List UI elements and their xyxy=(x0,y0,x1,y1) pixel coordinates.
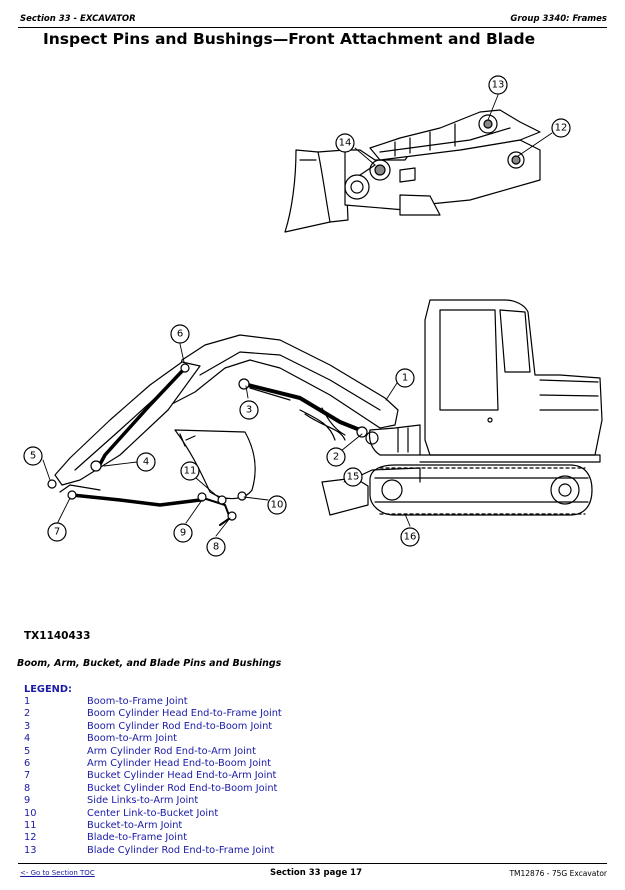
callout-2: 2 xyxy=(333,452,339,463)
callout-6-circle xyxy=(170,324,190,344)
legend-item: 13 Blade Cylinder Rod End-to-Frame Joint xyxy=(24,845,424,857)
legend-item-number: 10 xyxy=(24,807,37,819)
legend-item: 7 Bucket Cylinder Head End-to-Arm Joint xyxy=(24,770,424,782)
legend-item-number: 4 xyxy=(24,733,31,745)
callout-circles xyxy=(23,75,571,557)
excavator-illustration: 13 12 14 1 2 3 4 5 6 7 8 9 10 11 15 16 xyxy=(23,75,603,557)
legend-item-number: 7 xyxy=(24,770,31,782)
callout-15: 15 xyxy=(347,472,360,483)
legend-item: 9 Side Links-to-Arm Joint xyxy=(24,795,424,807)
page-number: Section 33 page 17 xyxy=(270,868,362,878)
callout-3: 3 xyxy=(246,405,252,416)
legend-item-number: 2 xyxy=(24,708,31,720)
callout-13-circle xyxy=(488,75,508,95)
legend-item-text: Center Link-to-Bucket Joint xyxy=(87,807,219,819)
legend-item-number: 6 xyxy=(24,757,31,769)
blade-detail-drawing xyxy=(284,109,541,233)
legend-item: 8 Bucket Cylinder Rod End-to-Boom Joint xyxy=(24,783,424,795)
callout-6: 6 xyxy=(177,329,183,340)
excavator-drawing xyxy=(47,299,603,526)
legend-item: 11 Bucket-to-Arm Joint xyxy=(24,820,424,832)
page-title: Inspect Pins and Bushings—Front Attachme… xyxy=(43,30,536,48)
legend-item-number: 11 xyxy=(24,819,37,831)
callout-11-circle xyxy=(180,461,200,481)
callout-2-circle xyxy=(326,447,346,467)
legend-title: LEGEND: xyxy=(24,684,72,695)
callout-9: 9 xyxy=(180,528,186,539)
header-rule xyxy=(18,27,607,28)
figure-caption: Boom, Arm, Bucket, and Blade Pins and Bu… xyxy=(17,658,282,669)
callout-10: 10 xyxy=(271,500,284,511)
legend-item-text: Bucket Cylinder Head End-to-Arm Joint xyxy=(87,770,277,782)
group-header: Group 3340: Frames xyxy=(510,14,607,24)
legend-item-number: 9 xyxy=(24,795,31,807)
legend-item-number: 13 xyxy=(24,844,37,856)
callout-4: 4 xyxy=(143,457,149,468)
legend-item-text: Blade Cylinder Rod End-to-Frame Joint xyxy=(87,844,275,856)
figure-id: TX1140433 xyxy=(24,630,91,642)
callout-4-circle xyxy=(136,452,156,472)
legend-item-number: 5 xyxy=(24,745,31,757)
callout-12-circle xyxy=(551,118,571,138)
callout-3-circle xyxy=(239,400,259,420)
callout-14-circle xyxy=(335,133,355,153)
section-toc-link[interactable]: <- Go to Section TOC xyxy=(20,869,95,877)
callout-11: 11 xyxy=(184,466,197,477)
legend-item-text: Arm Cylinder Rod End-to-Arm Joint xyxy=(87,745,256,757)
callout-5: 5 xyxy=(30,451,36,462)
legend-item-number: 3 xyxy=(24,720,31,732)
callout-10-circle xyxy=(267,495,287,515)
footer-rule xyxy=(18,863,607,864)
legend-item-number: 12 xyxy=(24,832,37,844)
section-header: Section 33 - EXCAVATOR xyxy=(20,14,136,24)
callout-7: 7 xyxy=(54,527,60,538)
legend-item-text: Bucket Cylinder Rod End-to-Boom Joint xyxy=(87,782,278,794)
legend-item: 4 Boom-to-Arm Joint xyxy=(24,733,424,745)
callout-14: 14 xyxy=(339,138,352,149)
legend-item-text: Blade-to-Frame Joint xyxy=(87,832,188,844)
legend-item-text: Bucket-to-Arm Joint xyxy=(87,819,183,831)
callout-1: 1 xyxy=(402,373,408,384)
callout-7-circle xyxy=(47,522,67,542)
legend-item: 5 Arm Cylinder Rod End-to-Arm Joint xyxy=(24,746,424,758)
callout-5-circle xyxy=(23,446,43,466)
legend-item-number: 1 xyxy=(24,696,31,707)
document-id: TM12876 - 75G Excavator xyxy=(509,869,607,878)
callout-9-circle xyxy=(173,523,193,543)
legend-item-text: Arm Cylinder Head End-to-Boom Joint xyxy=(87,757,272,769)
legend-item-number: 8 xyxy=(24,782,31,794)
legend-item: 12 Blade-to-Frame Joint xyxy=(24,832,424,844)
legend-item-text: Boom-to-Arm Joint xyxy=(87,733,177,745)
callout-13: 13 xyxy=(492,80,505,91)
callout-16: 16 xyxy=(404,532,417,543)
legend-item: 1 Boom-to-Frame Joint xyxy=(24,696,424,708)
callout-16-circle xyxy=(400,527,420,547)
callout-8-circle xyxy=(206,537,226,557)
callout-8: 8 xyxy=(213,542,219,553)
legend-item: 10 Center Link-to-Bucket Joint xyxy=(24,808,424,820)
callout-12: 12 xyxy=(555,123,568,134)
callout-15-circle xyxy=(343,467,363,487)
legend-item-text: Boom-to-Frame Joint xyxy=(87,696,188,707)
callout-1-circle xyxy=(395,368,415,388)
legend-item: 6 Arm Cylinder Head End-to-Boom Joint xyxy=(24,758,424,770)
legend-item: 2 Boom Cylinder Head End-to-Frame Joint xyxy=(24,708,424,720)
legend-item: 3 Boom Cylinder Rod End-to-Boom Joint xyxy=(24,721,424,733)
legend-item-text: Boom Cylinder Head End-to-Frame Joint xyxy=(87,708,282,720)
legend-item-text: Boom Cylinder Rod End-to-Boom Joint xyxy=(87,720,273,732)
legend-item-text: Side Links-to-Arm Joint xyxy=(87,795,199,807)
